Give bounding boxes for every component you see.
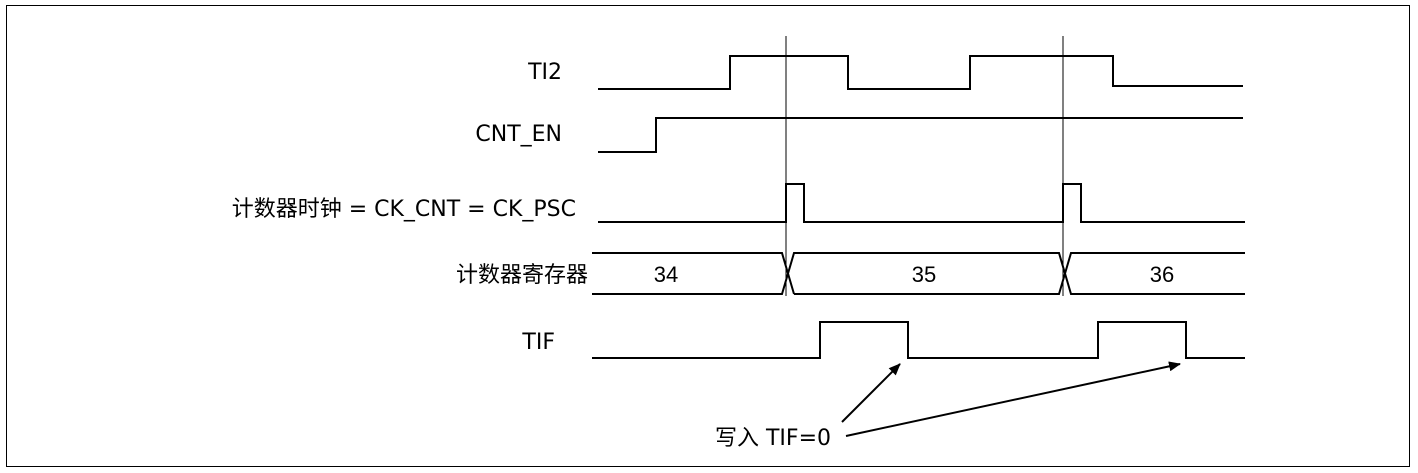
counter-value-34: 34 [654,262,678,287]
counter-register-label: 计数器寄存器 [456,263,588,288]
annotation-arrow-2 [845,361,1181,437]
ti2-waveform [598,55,1243,90]
tif-waveform [592,321,1245,359]
counter-value-35: 35 [912,262,936,287]
cnt-en-waveform [598,117,1243,153]
counter-clock-label: 计数器时钟 = CK_CNT = CK_PSC [232,197,576,222]
ti2-label: TI2 [527,60,562,85]
counter-value-36: 36 [1150,262,1174,287]
counter-register-bus [592,252,1245,295]
annotation-label: 写入 TIF=0 [715,426,831,451]
annotation-arrow-1 [841,363,901,423]
diagram-frame [6,5,1410,467]
cnt-en-label: CNT_EN [475,122,562,147]
tif-label: TIF [521,330,555,355]
counter-clock-waveform [598,183,1245,223]
